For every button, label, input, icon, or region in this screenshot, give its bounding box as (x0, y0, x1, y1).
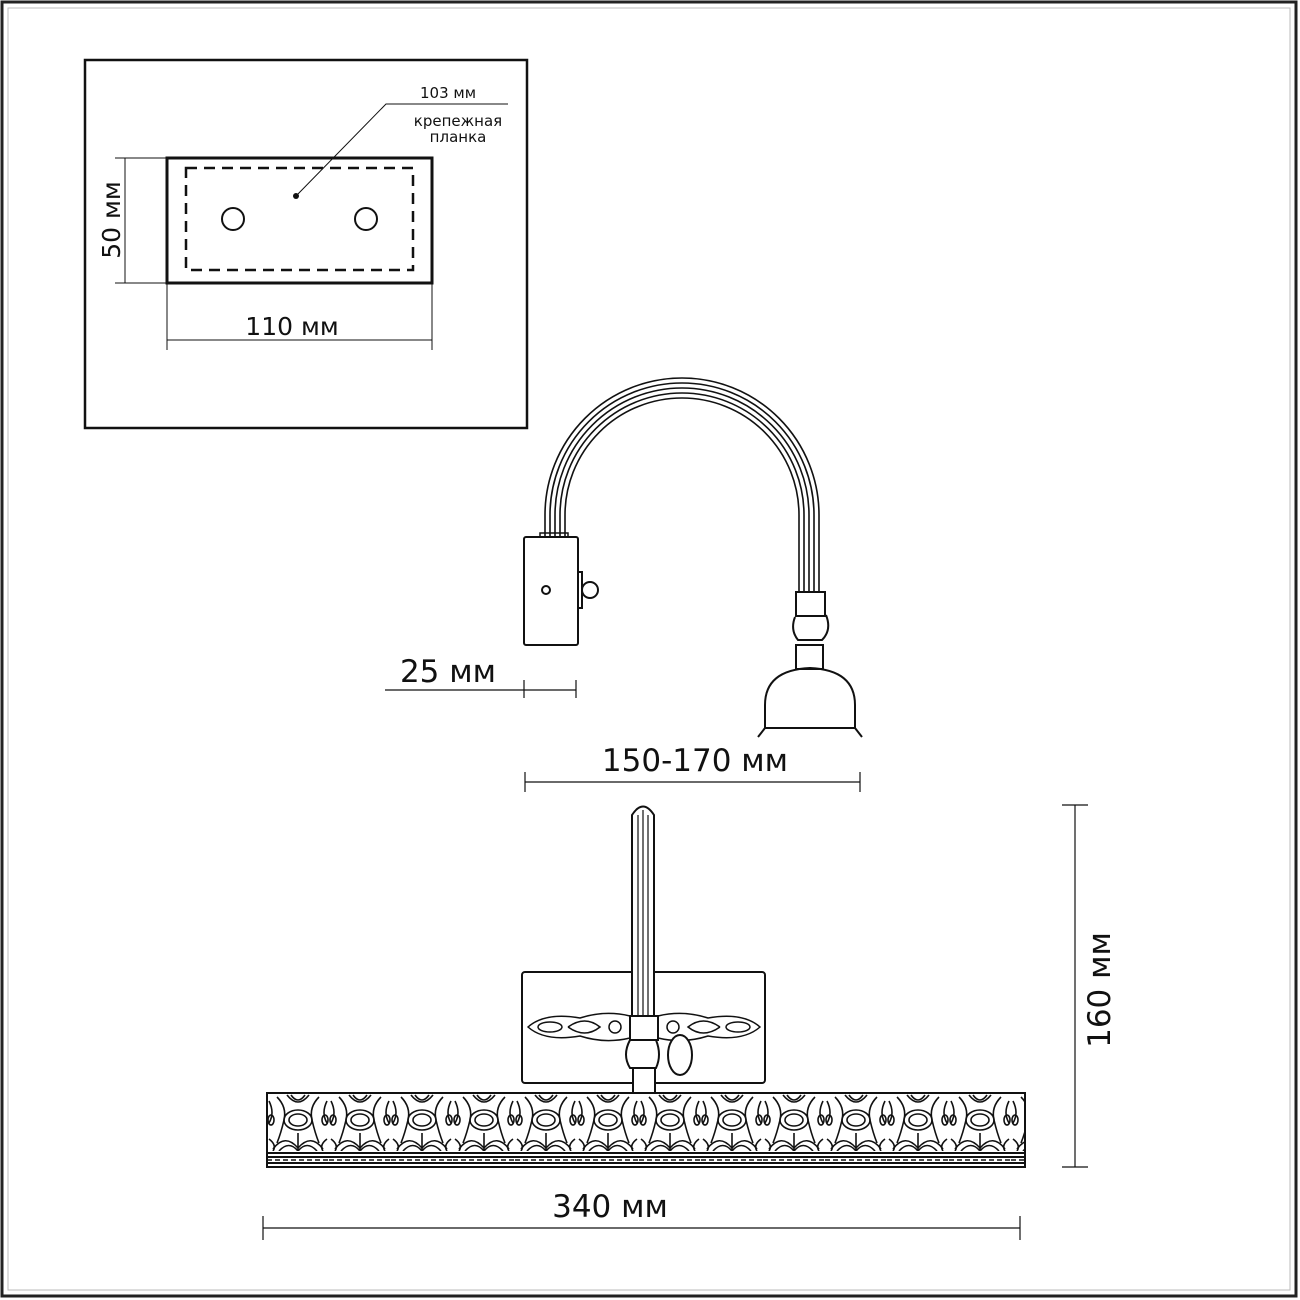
mounting-hole-right (354, 207, 378, 231)
inner-frame (7, 7, 1291, 1291)
mounting-hole-left (221, 207, 245, 231)
bracket-width-label: 103 мм (420, 84, 476, 102)
side-view-lamp (385, 377, 863, 792)
mounting-bracket-outline (184, 166, 415, 272)
plate-width-label: 110 мм (245, 312, 338, 341)
mounting-plate (165, 156, 434, 285)
reach-label: 150-170 мм (602, 743, 788, 779)
bracket-caption-line1: крепежная (414, 112, 502, 130)
rod-joint (629, 1015, 659, 1041)
depth-label: 25 мм (400, 654, 496, 690)
switch-knob-front-icon (667, 1034, 693, 1076)
plate-height-label: 50 мм (97, 181, 126, 258)
bracket-caption-line2: планка (430, 128, 487, 146)
front-height-label: 160 мм (1082, 932, 1118, 1048)
front-width-label: 340 мм (552, 1189, 668, 1225)
lamp-shade (764, 666, 856, 729)
front-view-lamp (262, 804, 1088, 1240)
arm-joint (795, 591, 826, 617)
screw-icon (541, 585, 551, 595)
curved-arm (544, 377, 820, 592)
switch-knob-icon (581, 581, 599, 599)
wall-box (523, 536, 579, 646)
inset-border (83, 58, 529, 430)
leader-line (295, 103, 508, 197)
mounting-plate-inset (83, 58, 529, 430)
light-bar (266, 1092, 1026, 1168)
